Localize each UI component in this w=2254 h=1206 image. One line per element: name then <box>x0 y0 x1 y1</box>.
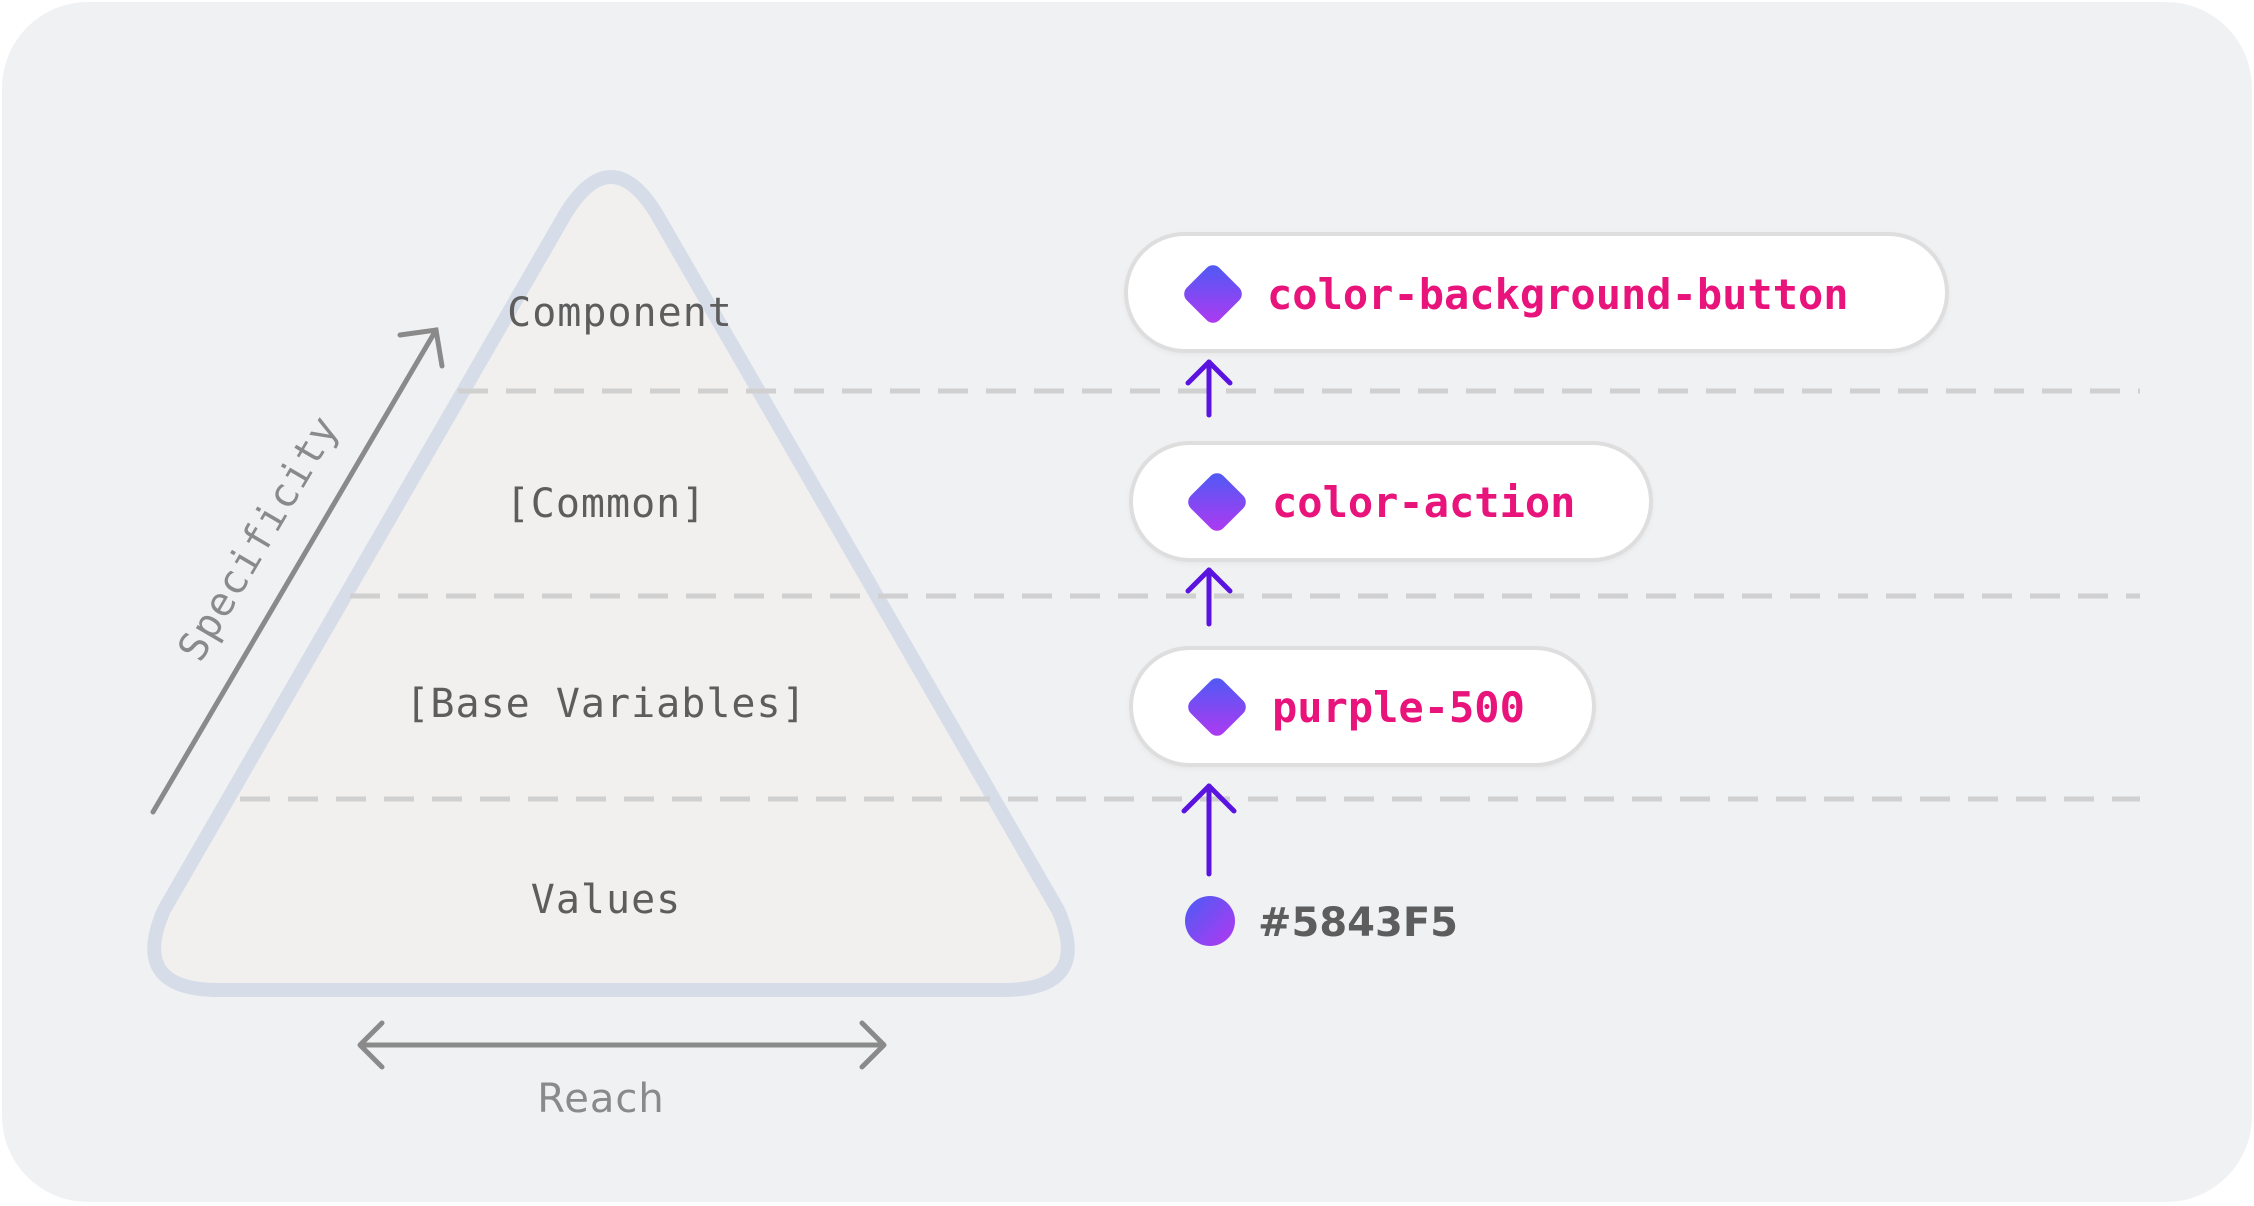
layer-label-base-variables: [Base Variables] <box>405 681 806 727</box>
color-swatch-icon <box>1185 896 1235 946</box>
reach-label: Reach <box>537 1076 664 1122</box>
diamond-token-icon <box>1184 265 1242 323</box>
arrow-up-icon <box>1181 783 1237 877</box>
token-label-color-background-button: color-background-button <box>1267 270 1849 319</box>
token-pill-color-action[interactable] <box>1129 441 1653 562</box>
value-label-hex: #5843F5 <box>1258 900 1458 946</box>
diamond-token-icon <box>1188 678 1246 736</box>
layer-label-component: Component <box>507 290 733 336</box>
token-pill-color-background-button[interactable] <box>1124 232 1949 353</box>
specificity-arrow <box>150 327 445 815</box>
pyramid-shape <box>147 170 1075 997</box>
token-label-color-action: color-action <box>1272 478 1575 527</box>
arrow-up-icon <box>1185 359 1233 418</box>
token-pill-purple-500[interactable] <box>1129 646 1596 767</box>
layer-label-common: [Common] <box>506 481 707 527</box>
arrow-up-icon <box>1185 567 1233 627</box>
reach-arrow <box>357 1020 887 1070</box>
layer-label-values: Values <box>531 877 682 923</box>
diamond-token-icon <box>1188 473 1246 531</box>
token-label-purple-500: purple-500 <box>1272 683 1525 732</box>
